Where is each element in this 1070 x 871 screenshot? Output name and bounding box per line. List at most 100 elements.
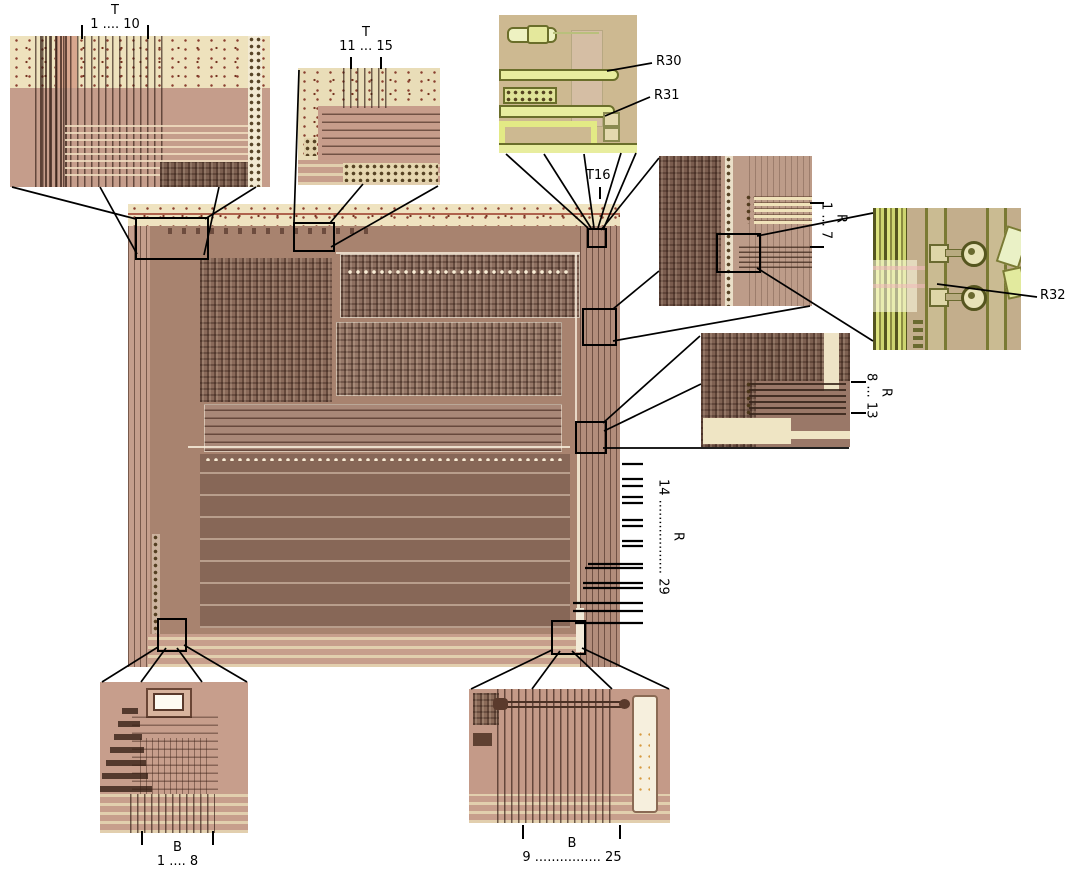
inset2-dot-block <box>343 163 438 182</box>
inset-top-pins-11-15 <box>298 68 440 185</box>
inset7-step2 <box>118 721 140 727</box>
srcbox-bottom-mid <box>551 620 586 655</box>
inset3-r31-trace <box>499 105 615 118</box>
inset5-dumbbell1-ring <box>961 241 987 267</box>
inset3-r30-trace <box>499 69 619 81</box>
inset5-pink-trace1 <box>873 266 933 270</box>
label-r30: R30 <box>656 54 682 69</box>
srcbox-t16 <box>587 228 607 248</box>
inset4-white-col <box>725 156 733 306</box>
inset-bottom-pins-9-25 <box>469 689 670 823</box>
inset8-trace-pad-right <box>619 699 630 709</box>
die-hairline-h2 <box>336 252 580 254</box>
die-top-band-line <box>128 213 620 215</box>
srcbox-top-mid <box>293 222 335 252</box>
label-right-group1-range: 1 ... 7 <box>818 202 834 240</box>
inset-top-pins-1-10 <box>10 36 270 187</box>
label-right-group2-range: 8 ... 13 <box>863 373 879 419</box>
label-top-group1-range: 1 .... 10 <box>90 17 140 32</box>
inset2-hlines <box>322 110 440 155</box>
inset7-stripes-vlines <box>130 794 215 833</box>
inset-right-pins-8-13 <box>701 333 850 447</box>
inset6-cream-L-arm <box>789 431 850 439</box>
inset4-trace-bundle1 <box>754 194 812 224</box>
die-block-rows-thin <box>204 404 562 452</box>
die-white-slit <box>577 454 580 629</box>
srcbox-top-left <box>135 217 209 260</box>
inset4-bundle1-pads <box>745 194 754 224</box>
inset5-pink-trace2 <box>873 284 933 288</box>
label-top-group2-range: 11 ... 15 <box>339 39 393 54</box>
inset3-bottom-bar <box>499 143 637 153</box>
label-top-group2-letter: T <box>362 25 370 40</box>
inset-right-pins-1-7 <box>659 156 812 306</box>
inset3-pad-row <box>503 87 557 104</box>
inset5-dumbbell2-dot <box>968 292 975 299</box>
label-right-group3-range: 14 .................. 29 <box>655 479 671 595</box>
inset5-col2 <box>925 208 947 350</box>
inset5-dot-col <box>913 320 923 348</box>
inset3-dumbbell-pad <box>527 25 549 44</box>
die-bottom-stripe-band <box>148 634 620 667</box>
inset-r32 <box>873 208 1021 350</box>
label-t16: T16 <box>586 168 611 183</box>
srcbox-bottom-left <box>157 618 187 652</box>
label-right-group3-letter: R <box>670 532 686 542</box>
die-array-block <box>200 454 570 628</box>
die-block-upper-left <box>200 258 332 402</box>
label-bottom-group2-range: 9 ................ 25 <box>522 850 622 865</box>
inset1-white-col <box>248 36 262 187</box>
srcbox-r32-region <box>716 233 761 273</box>
inset6-cream-L-main <box>703 418 791 444</box>
inset7-step3 <box>114 734 142 740</box>
die-array-toprow <box>204 456 564 461</box>
die-dotted-row <box>346 268 572 274</box>
inset1-corner-dense <box>160 162 248 187</box>
inset4-tan-vlines <box>749 156 812 306</box>
inset7-step4 <box>110 747 144 753</box>
label-bottom-group2-letter: B <box>567 836 577 851</box>
inset5-dumbbell2-ring <box>961 285 987 311</box>
inset6-hline-bundle <box>749 381 846 415</box>
inset8-white-bar-speckle <box>636 729 650 799</box>
inset6-bundle-pads <box>745 381 754 415</box>
inset2-left-dotpad <box>304 138 317 156</box>
srcbox-right-lower <box>575 421 607 454</box>
die-hairline-h1 <box>188 446 570 448</box>
inset7-hanging-vlines <box>140 738 212 798</box>
inset3-thin-line <box>553 32 599 34</box>
inset4-trace-bundle2 <box>739 246 812 268</box>
label-bottom-group1-letter: B <box>173 840 182 855</box>
inset6-cream-vbar <box>824 333 839 391</box>
inset7-step7 <box>100 786 152 792</box>
label-r32: R32 <box>1040 288 1066 303</box>
inset8-top-trace <box>501 701 623 708</box>
inset7-step5 <box>106 760 146 766</box>
die-block-mid <box>336 322 562 396</box>
die-hairline-v <box>575 254 577 446</box>
label-right-group1-letter: R <box>833 214 849 224</box>
die-left-pads <box>152 534 160 634</box>
inset3-sq1 <box>603 127 620 142</box>
die-left-strip <box>128 226 150 667</box>
inset4-dense-strip <box>659 156 721 306</box>
inset1-vlines-dense <box>40 36 68 187</box>
inset-r30-r31 <box>499 15 637 153</box>
inset7-step1 <box>122 708 138 714</box>
inset7-step6 <box>102 773 148 779</box>
srcbox-right-upper <box>582 308 617 346</box>
die-block-upper-right <box>340 254 580 318</box>
die-pad-dashes <box>168 228 378 234</box>
label-right-group2-letter: R <box>878 388 894 398</box>
inset5-dumbbell1-dot <box>968 248 975 255</box>
main-die-photo <box>128 204 620 667</box>
inset7-pad-white <box>153 693 184 711</box>
inset2-vlines <box>343 68 388 108</box>
label-r31: R31 <box>654 88 680 103</box>
inset8-trace-pad-left <box>493 698 508 710</box>
die-white-bar <box>576 608 584 652</box>
inset3-sq2 <box>603 112 620 127</box>
inset8-left-block <box>473 733 492 746</box>
label-bottom-group1-range: 1 .... 8 <box>156 854 199 869</box>
